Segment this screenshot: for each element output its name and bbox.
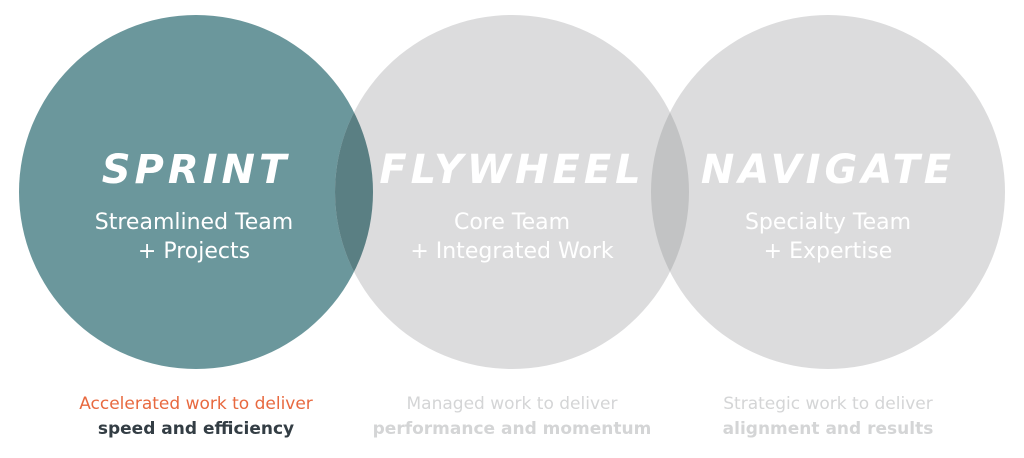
sprint-subtitle-line1: Streamlined Team xyxy=(95,210,293,235)
sprint-caption-line1: Accelerated work to deliver xyxy=(79,394,313,414)
navigate-subtitle-line2: + Expertise xyxy=(764,239,893,264)
navigate-circle xyxy=(651,15,1005,369)
navigate-caption-line2: alignment and results xyxy=(722,419,934,439)
flywheel-circle xyxy=(335,15,689,369)
navigate-caption: Strategic work to deliver alignment and … xyxy=(668,392,988,442)
flywheel-title: FLYWHEEL xyxy=(379,147,644,193)
sprint-title: SPRINT xyxy=(102,147,291,193)
navigate-caption-line1: Strategic work to deliver xyxy=(723,394,933,414)
navigate-title: NAVIGATE xyxy=(701,147,955,193)
sprint-caption: Accelerated work to deliver speed and ef… xyxy=(36,392,356,442)
sprint-caption-line2: speed and efficiency xyxy=(97,419,295,439)
flywheel-caption: Managed work to deliver performance and … xyxy=(352,392,672,442)
sprint-subtitle-line2: + Projects xyxy=(138,239,250,264)
flywheel-subtitle-line2: + Integrated Work xyxy=(410,239,614,264)
flywheel-caption-line1: Managed work to deliver xyxy=(406,394,618,414)
sprint-circle xyxy=(19,15,373,369)
navigate-subtitle-line1: Specialty Team xyxy=(745,210,911,235)
flywheel-subtitle-line1: Core Team xyxy=(454,210,570,235)
flywheel-caption-line2: performance and momentum xyxy=(372,419,652,439)
